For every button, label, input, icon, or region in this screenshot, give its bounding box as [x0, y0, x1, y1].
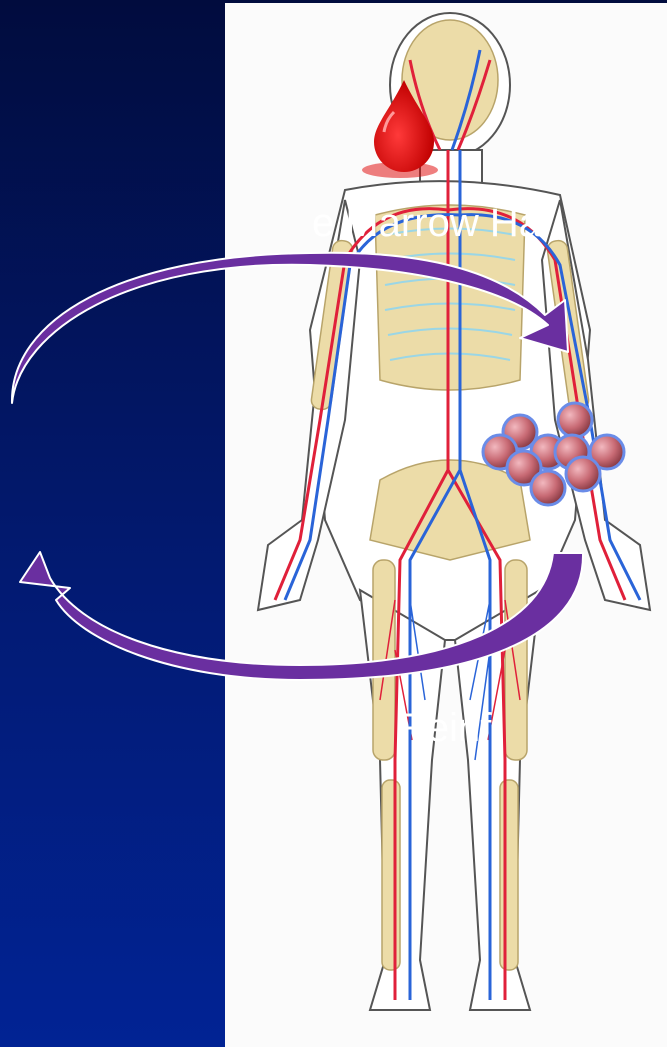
right-femur [505, 560, 527, 760]
reinfusion-label: Reinf [398, 706, 492, 750]
cell [566, 457, 600, 491]
cell [531, 471, 565, 505]
left-tibia [382, 780, 400, 970]
cell [558, 403, 592, 437]
right-tibia [500, 780, 518, 970]
harvest-label: e Marrow Ha [312, 201, 542, 245]
